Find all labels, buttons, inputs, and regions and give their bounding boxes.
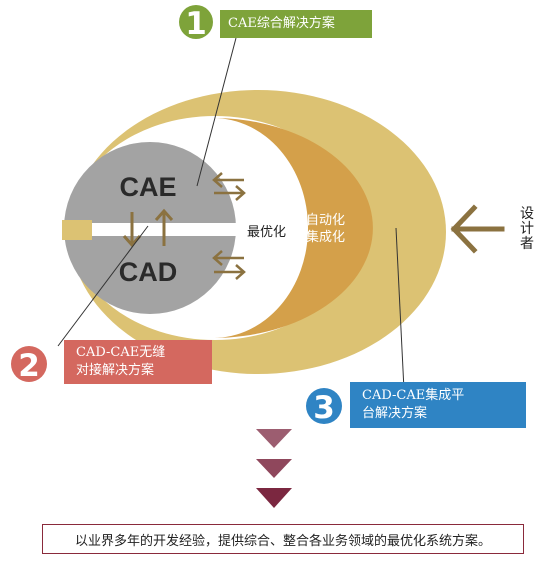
cad-label: CAD <box>119 257 178 287</box>
summary-text: 以业界多年的开发经验，提供综合、整合各业务领域的最优化系统方案。 <box>74 533 491 549</box>
optimize-arrows-bottom <box>212 250 246 280</box>
leader-lines <box>57 37 405 391</box>
automation-line2: 集成化 <box>306 230 346 245</box>
cae-cad-exchange-arrows <box>122 208 174 248</box>
badge-2 <box>11 346 47 382</box>
automation-crescent <box>213 118 373 338</box>
core-split-left-notch <box>62 220 92 240</box>
callout-cad-cae-platform: CAD-CAE集成平 台解决方案 <box>350 382 526 428</box>
callout-1-text: CAE综合解决方案 <box>228 16 335 31</box>
funnel-triangle-1 <box>256 429 292 448</box>
badge-1 <box>179 5 213 39</box>
badge-1-number: 1 <box>185 6 207 42</box>
callout-3-line1: CAD-CAE集成平 <box>362 388 465 403</box>
callout-3-line2: 台解决方案 <box>362 406 428 421</box>
badge-2-number: 2 <box>18 348 40 384</box>
automation-line1: 自动化 <box>306 213 346 228</box>
callout-cae-solution: CAE综合解决方案 <box>220 10 372 38</box>
badge-3-number: 3 <box>313 390 335 426</box>
funnel-triangle-3 <box>256 488 292 508</box>
callout-cad-cae-seamless: CAD-CAE无缝 对接解决方案 <box>64 340 212 384</box>
funnel-arrows <box>256 429 292 508</box>
badge-3 <box>306 388 342 424</box>
designer-label: 设计者 <box>520 206 534 252</box>
optimize-arrows-top <box>212 172 246 201</box>
designer-arrow <box>450 204 505 254</box>
optimize-label: 最优化 <box>247 225 287 240</box>
core-split-gap <box>62 223 242 236</box>
automation-label: 自动化 集成化 <box>306 212 362 246</box>
summary-box: 以业界多年的开发经验，提供综合、整合各业务领域的最优化系统方案。 <box>42 524 524 554</box>
cae-label: CAE <box>119 172 176 202</box>
callout-2-line2: 对接解决方案 <box>76 363 155 378</box>
callout-2-line1: CAD-CAE无缝 <box>76 345 166 360</box>
funnel-triangle-2 <box>256 459 292 478</box>
